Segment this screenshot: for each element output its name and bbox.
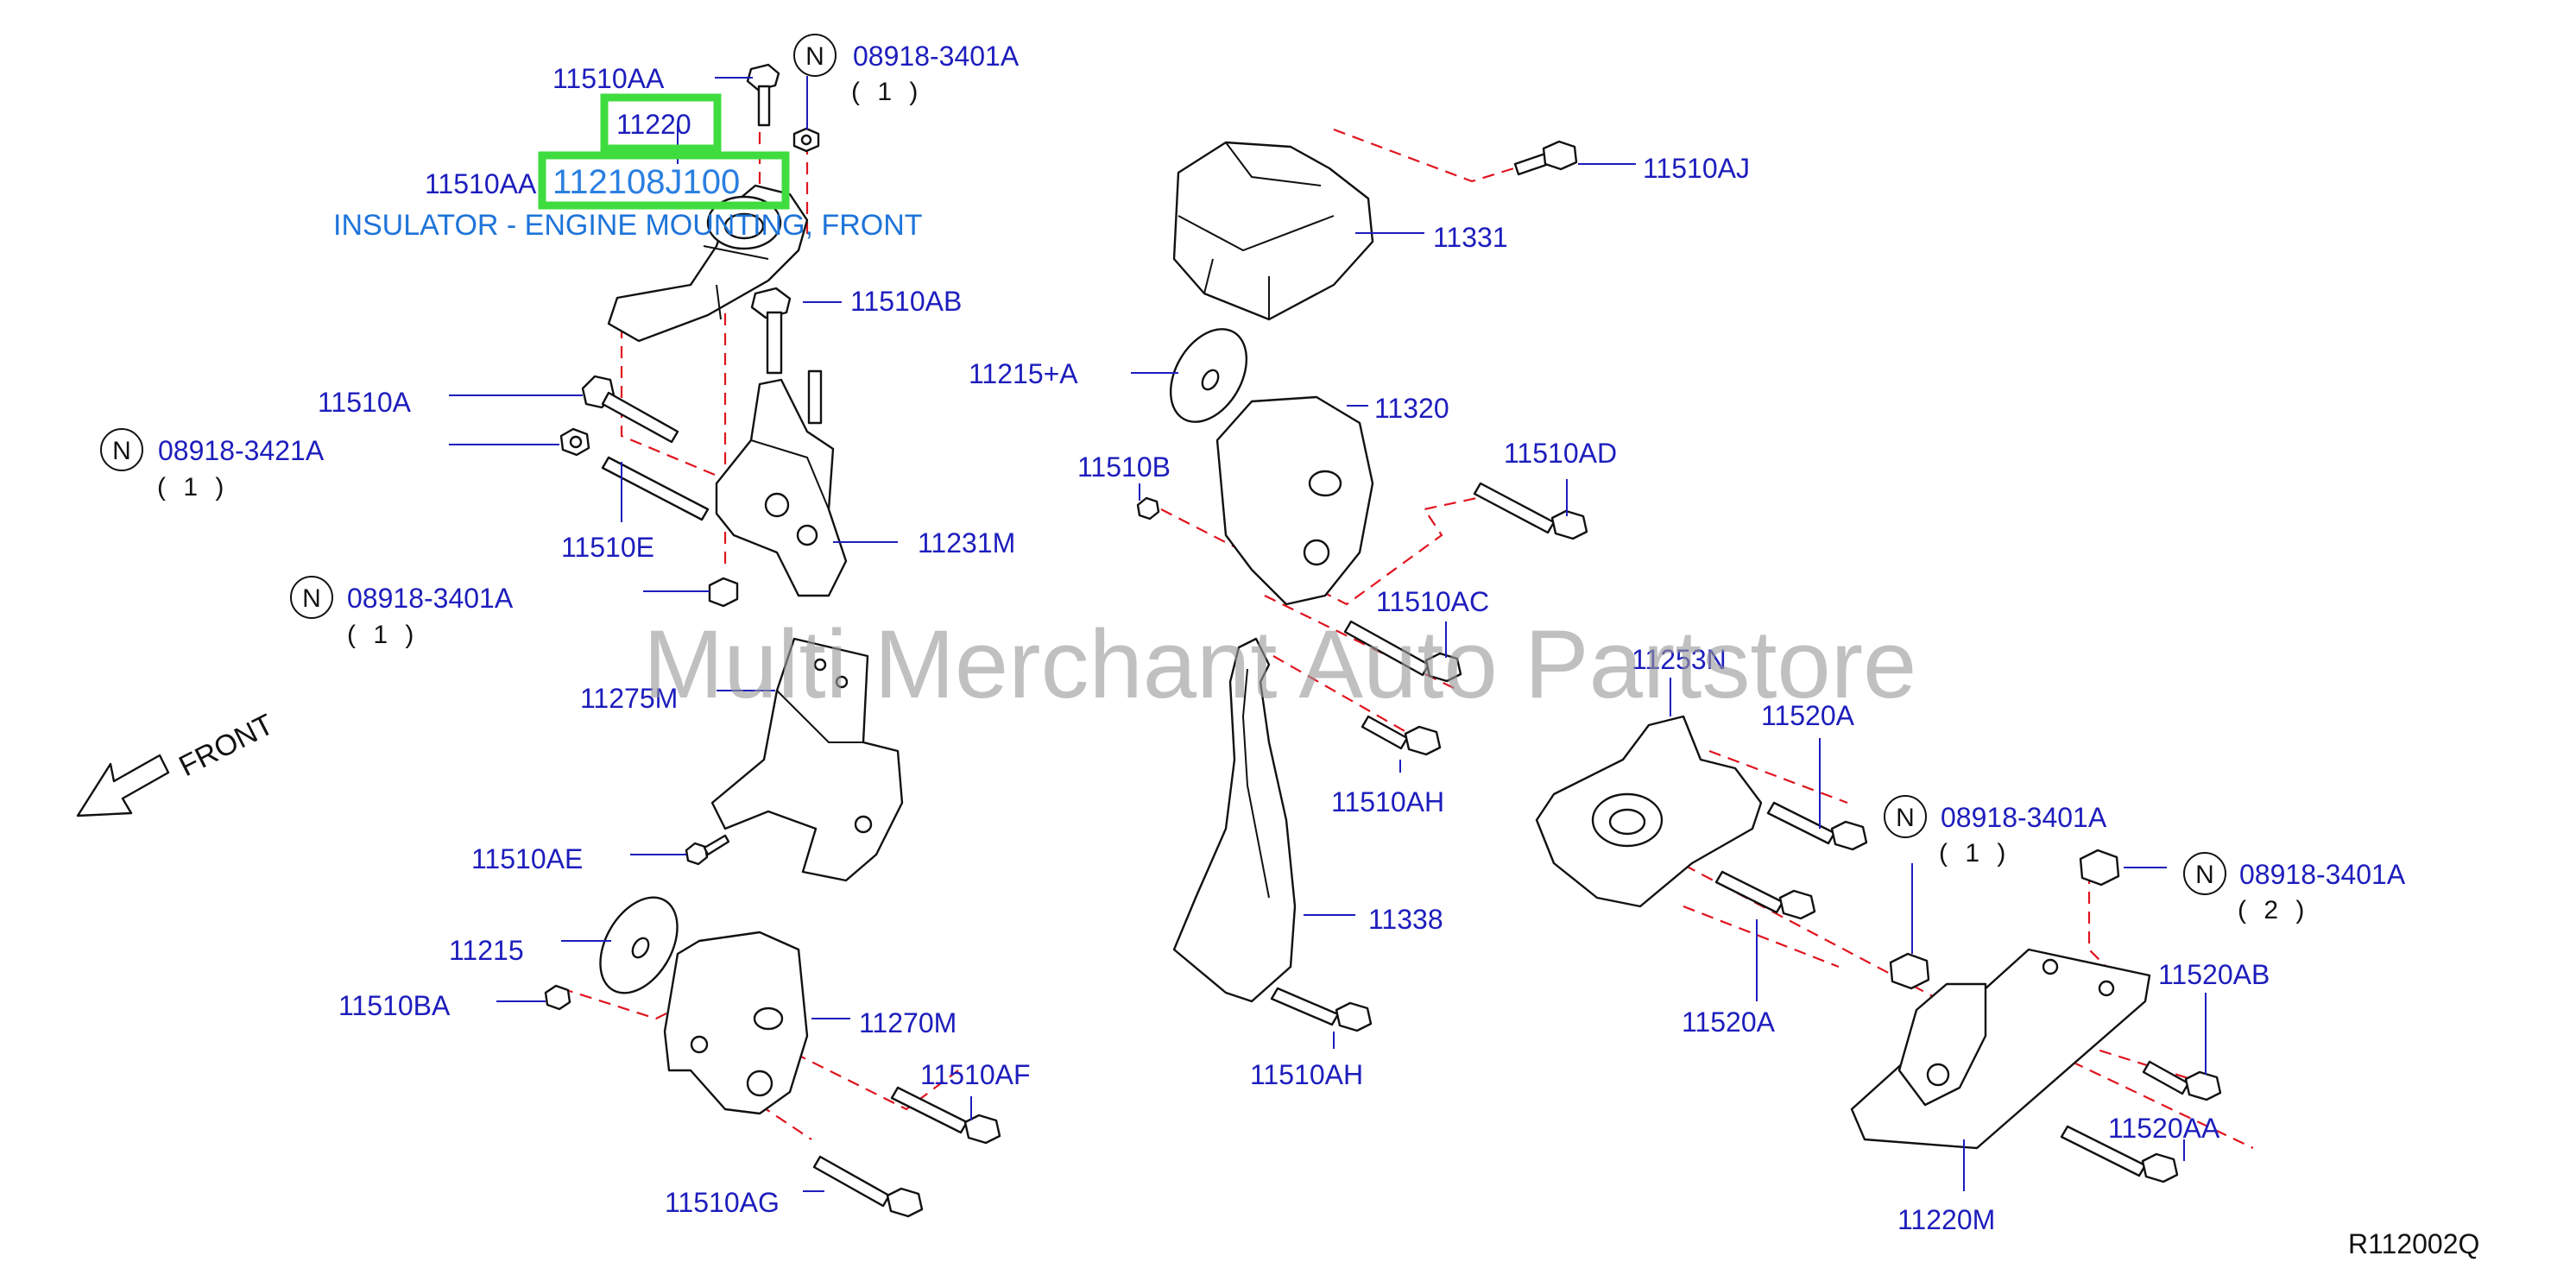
label-11510AC[interactable]: 11510AC <box>1376 586 1489 617</box>
bolt-11510AA-top <box>746 63 780 127</box>
bolt-11520AA <box>2060 1125 2179 1183</box>
mount-11331-sketch <box>1172 141 1374 321</box>
highlighted-part-callout[interactable]: 11220 112108J100 INSULATOR - ENGINE MOUN… <box>333 93 923 242</box>
nut-08918-far <box>2079 849 2120 887</box>
callout-description: INSULATOR - ENGINE MOUNTING, FRONT <box>333 209 923 242</box>
label-08918-3401A-top[interactable]: 08918-3401A <box>853 41 1020 72</box>
nut-08918-top <box>792 127 820 153</box>
label-08918-3401A-far[interactable]: 08918-3401A <box>2239 859 2406 890</box>
qty-3421: ( 1 ) <box>157 473 229 502</box>
bolt-11520AB <box>2142 1060 2222 1101</box>
label-11510AF[interactable]: 11510AF <box>920 1059 1031 1090</box>
bolt-11510AB <box>750 287 792 375</box>
label-11510E[interactable]: 11510E <box>561 532 654 563</box>
stud-11510E <box>601 456 710 521</box>
front-direction-indicator: FRONT <box>76 708 279 817</box>
highlight-box-part-number <box>600 93 722 153</box>
bolt-11510AF <box>890 1086 1001 1145</box>
label-11510AG[interactable]: 11510AG <box>665 1187 780 1218</box>
label-11510AB[interactable]: 11510AB <box>850 286 962 317</box>
label-11510AH-bottom[interactable]: 11510AH <box>1250 1059 1363 1090</box>
bolt-11510AD <box>1473 482 1588 540</box>
qty-top: ( 1 ) <box>851 78 923 106</box>
label-11220M[interactable]: 11220M <box>1897 1204 1995 1235</box>
bolt-11510AC <box>1343 620 1462 683</box>
label-11510AA-left[interactable]: 11510AA <box>425 168 537 199</box>
washer-11215A <box>1169 328 1248 423</box>
qty-right: ( 1 ) <box>1939 839 2011 868</box>
label-11253N[interactable]: 11253N <box>1632 644 1727 675</box>
part-labels: 11510AA 08918-3401A ( 1 ) 11510AA 11510A… <box>157 41 2406 1235</box>
insulator-11320-sketch <box>1215 395 1374 606</box>
label-11510BA[interactable]: 11510BA <box>338 990 451 1021</box>
label-11520A-top[interactable]: 11520A <box>1761 700 1855 731</box>
n-symbol-right <box>1884 795 1927 838</box>
n-symbol-top-letter: N <box>805 42 824 71</box>
bolt-11520A-top <box>1766 801 1868 851</box>
bolt-11510AH-bottom <box>1270 987 1373 1032</box>
bolt-11510AJ <box>1513 140 1578 176</box>
n-symbol-mid <box>290 576 333 619</box>
label-11510AA-top[interactable]: 11510AA <box>552 63 665 94</box>
washer-11215 <box>599 896 679 994</box>
nut-11510B <box>1136 496 1160 521</box>
label-11338[interactable]: 11338 <box>1368 904 1443 935</box>
label-11510AJ[interactable]: 11510AJ <box>1643 153 1750 184</box>
label-11231M[interactable]: 11231M <box>918 527 1015 558</box>
n-symbol-3421 <box>100 428 143 471</box>
n-symbols: N N N N N <box>100 34 2226 895</box>
label-08918-3401A-mid[interactable]: 08918-3401A <box>347 583 514 614</box>
label-11275M[interactable]: 11275M <box>580 683 678 714</box>
bolt-11510AG <box>812 1155 924 1218</box>
label-11510AE[interactable]: 11510AE <box>471 843 583 874</box>
nut-08918-mid <box>708 577 739 608</box>
n-symbol-mid-letter: N <box>302 584 321 613</box>
n-symbol-far <box>2183 852 2226 895</box>
n-symbol-right-letter: N <box>1896 804 1915 832</box>
label-11270M[interactable]: 11270M <box>859 1007 957 1038</box>
qty-far: ( 2 ) <box>2238 896 2309 924</box>
bracket-11275M-sketch <box>710 637 904 882</box>
front-label: FRONT <box>174 708 279 783</box>
label-11215[interactable]: 11215 <box>449 935 524 966</box>
label-11520A-bottom[interactable]: 11520A <box>1682 1006 1776 1038</box>
heat-shield-11338-sketch <box>1172 637 1297 1003</box>
bolt-11520A-bottom <box>1714 870 1816 920</box>
bolt-11510AE <box>685 834 730 866</box>
qty-mid: ( 1 ) <box>347 621 419 649</box>
front-arrow-icon <box>76 754 170 817</box>
front-insulator-sketch <box>607 184 809 343</box>
label-11320[interactable]: 11320 <box>1374 393 1449 424</box>
label-11520AB[interactable]: 11520AB <box>2158 959 2270 990</box>
label-11510A[interactable]: 11510A <box>318 387 412 418</box>
nut-08918-right <box>1889 952 1930 990</box>
nut-11510BA <box>544 984 571 1011</box>
label-08918-3401A-right[interactable]: 08918-3401A <box>1941 802 2107 833</box>
highlight-box-full-number <box>538 151 790 210</box>
label-11510AD[interactable]: 11510AD <box>1504 438 1617 469</box>
bolt-11510A <box>581 375 679 444</box>
bracket-11231M-sketch <box>715 369 848 597</box>
diagram-reference-code: R112002Q <box>2348 1228 2479 1259</box>
bracket-11253N-sketch <box>1535 715 1763 908</box>
n-symbol-3421-letter: N <box>112 437 131 465</box>
insulator-11270M-sketch <box>663 931 809 1115</box>
label-11215A[interactable]: 11215+A <box>969 358 1078 389</box>
label-11520AA[interactable]: 11520AA <box>2108 1113 2220 1144</box>
label-11510B[interactable]: 11510B <box>1077 451 1171 483</box>
bolt-11510AH-top <box>1361 715 1442 756</box>
label-11510AH-top[interactable]: 11510AH <box>1331 786 1444 817</box>
label-08918-3421A[interactable]: 08918-3421A <box>158 435 325 466</box>
nut-08918-3421A <box>559 427 590 457</box>
n-symbol-top <box>793 34 837 77</box>
label-11331[interactable]: 11331 <box>1433 222 1508 253</box>
n-symbol-far-letter: N <box>2195 861 2214 889</box>
bracket-11220M-sketch <box>1850 948 2151 1150</box>
callout-part-number: 11220 <box>616 109 691 140</box>
callout-full-part-number: 112108J100 <box>552 163 740 201</box>
watermark: Multi Merchant Auto Partstore <box>643 610 1916 718</box>
